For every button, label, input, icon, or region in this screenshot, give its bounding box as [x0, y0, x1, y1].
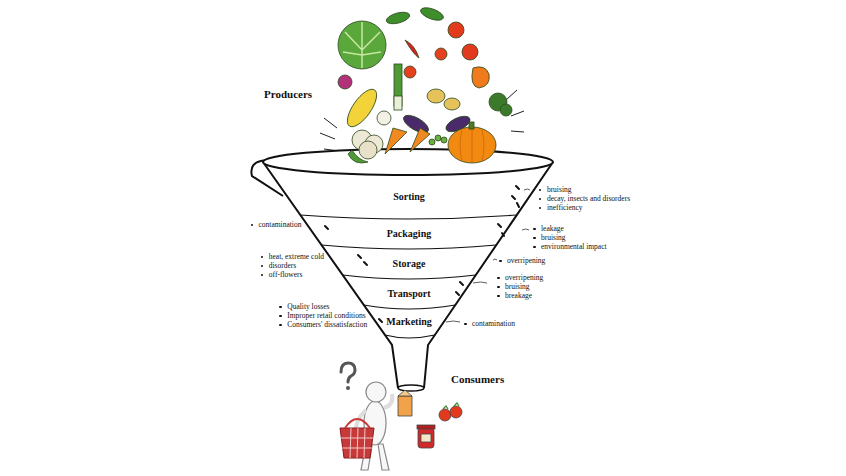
label-text: Improper retail conditions — [287, 311, 365, 320]
loss-cause: off-flowers — [269, 270, 303, 279]
stage-title: Consumers — [451, 373, 504, 386]
bullet-dot — [539, 198, 542, 201]
label-text: leakage — [541, 224, 564, 233]
bullet-dot — [497, 295, 500, 298]
stage-title: Producers — [264, 88, 312, 101]
label-text: Consumers — [451, 373, 504, 385]
bullet-dot — [497, 286, 500, 289]
bullet-dot — [539, 207, 542, 210]
label-text: bruising — [505, 282, 530, 291]
loss-cause: environmental impact — [541, 242, 607, 251]
label-text: overripening — [507, 256, 545, 265]
loss-cause: Consumers' dissatisfaction — [287, 320, 367, 329]
bullet-dot — [279, 315, 282, 318]
bullet-dot — [533, 237, 536, 240]
bullet-dot — [279, 324, 282, 327]
loss-cause: contamination — [259, 220, 302, 229]
loss-cause: bruising — [541, 233, 566, 242]
bullet-dot — [533, 246, 536, 249]
bullet-dot — [499, 260, 502, 263]
label-text: contamination — [259, 220, 302, 229]
bullet-dot — [464, 323, 467, 326]
band-label: Packaging — [387, 228, 431, 240]
label-text: decay, insects and disorders — [547, 194, 630, 203]
label-text: inefficiency — [547, 203, 583, 212]
funnel-band: Storage — [391, 258, 428, 270]
label-text: Producers — [264, 88, 312, 100]
loss-cause: Improper retail conditions — [287, 311, 365, 320]
funnel-band: Sorting — [391, 191, 427, 203]
label-text: heat, extreme cold — [269, 252, 324, 261]
funnel-band: Transport — [385, 288, 432, 300]
bullet-dot — [251, 224, 254, 227]
label-text: off-flowers — [269, 270, 303, 279]
band-label: Storage — [393, 258, 426, 270]
loss-cause: breakage — [505, 291, 532, 300]
label-text: environmental impact — [541, 242, 607, 251]
bullet-dot — [539, 189, 542, 192]
loss-cause: inefficiency — [547, 203, 583, 212]
loss-cause: contamination — [472, 319, 515, 328]
band-label: Transport — [387, 288, 430, 300]
bullet-dot — [261, 256, 264, 259]
bullet-dot — [261, 265, 264, 268]
funnel-band: Marketing — [384, 316, 434, 328]
label-text: Consumers' dissatisfaction — [287, 320, 367, 329]
bullet-dot — [533, 228, 536, 231]
band-label: Marketing — [386, 316, 432, 328]
bullet-dot — [261, 274, 264, 277]
loss-cause: Quality losses — [287, 302, 329, 311]
funnel-band: Packaging — [385, 228, 433, 240]
label-text: overripening — [505, 273, 543, 282]
label-text: disorders — [269, 261, 297, 270]
loss-cause: bruising — [505, 282, 530, 291]
loss-cause: bruising — [547, 185, 572, 194]
label-text: bruising — [547, 185, 572, 194]
loss-cause: heat, extreme cold — [269, 252, 324, 261]
loss-cause: overripening — [507, 256, 545, 265]
bullet-dot — [279, 306, 282, 309]
label-text: Quality losses — [287, 302, 329, 311]
bullet-dot — [497, 277, 500, 280]
loss-cause: disorders — [269, 261, 297, 270]
loss-cause: decay, insects and disorders — [547, 194, 630, 203]
label-text: contamination — [472, 319, 515, 328]
label-text: breakage — [505, 291, 532, 300]
loss-cause: leakage — [541, 224, 564, 233]
label-text: bruising — [541, 233, 566, 242]
loss-cause: overripening — [505, 273, 543, 282]
band-label: Sorting — [393, 191, 425, 203]
